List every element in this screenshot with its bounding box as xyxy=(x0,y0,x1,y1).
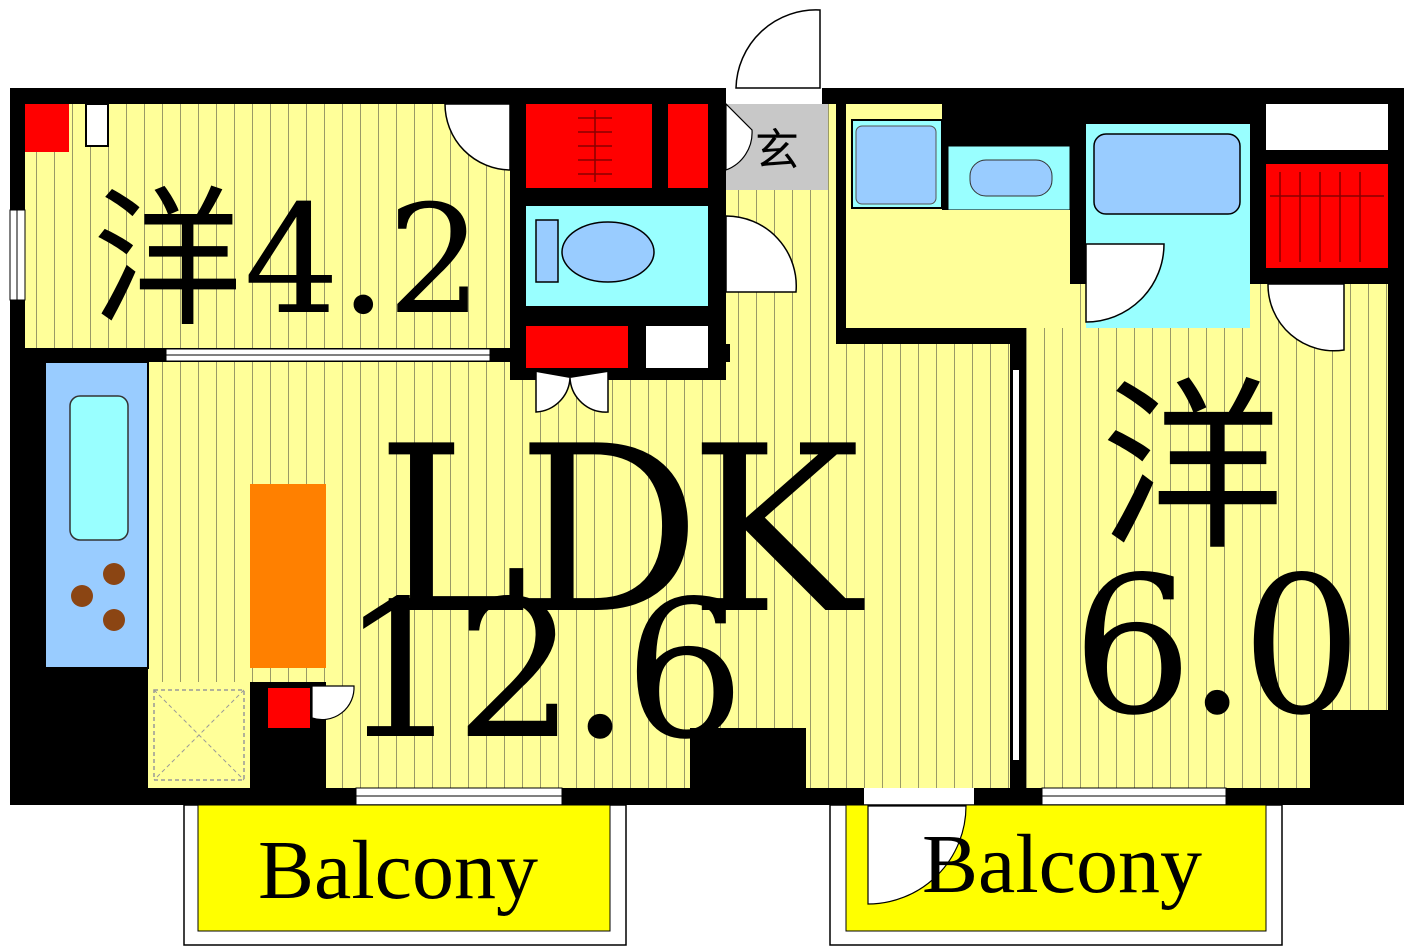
window-block xyxy=(85,103,109,147)
wall-segment xyxy=(45,668,148,788)
room-label-western-large-kanji: 洋 xyxy=(1100,362,1284,576)
door-swing xyxy=(725,102,753,171)
wall-segment xyxy=(690,728,806,788)
wall-segment xyxy=(1310,710,1388,788)
balcony-left-label: Balcony xyxy=(258,824,538,917)
door-swing xyxy=(444,103,511,171)
hall-floor-lower xyxy=(730,344,1010,364)
balcony-left-floor xyxy=(197,804,611,932)
door-swing xyxy=(311,685,355,721)
bathtub-icon xyxy=(1093,133,1241,215)
closet xyxy=(668,104,708,188)
door-swing xyxy=(1267,283,1345,352)
stove-burner-icon xyxy=(103,609,125,631)
folding-door xyxy=(535,372,609,413)
storage-closet xyxy=(25,104,69,152)
balcony-door-opening xyxy=(864,788,974,805)
room-label-western-large-size: 6.0 xyxy=(1072,536,1356,757)
stove-burner-icon xyxy=(103,563,125,585)
entrance-door-opening xyxy=(726,88,822,104)
refrigerator-space xyxy=(153,689,245,781)
closet xyxy=(1266,164,1388,268)
room-label-ldk-size: 12.6 xyxy=(340,560,739,781)
room-label-western-small-kanji: 洋 xyxy=(92,174,242,348)
room-label-ldk-letters: LDK xyxy=(376,398,865,665)
toilet-bowl-icon xyxy=(561,221,655,283)
stove-burner-icon xyxy=(71,585,93,607)
utility-closet xyxy=(526,326,628,368)
entrance-label: 玄 xyxy=(755,125,799,176)
entrance-door-swing xyxy=(735,9,821,89)
toilet-tank-icon xyxy=(535,219,559,283)
washbasin-icon xyxy=(969,159,1053,197)
storage-closet xyxy=(268,688,310,728)
door-swing xyxy=(1085,243,1165,323)
washroom-floor xyxy=(846,210,1070,328)
window-block xyxy=(1266,104,1388,150)
balcony-door-swing xyxy=(867,805,967,905)
utility-space xyxy=(646,326,708,368)
door-swing xyxy=(725,215,798,293)
kitchen-island xyxy=(250,484,326,668)
balcony-right-label: Balcony xyxy=(922,818,1202,911)
washing-machine-icon xyxy=(855,125,937,205)
western-room-large-nook xyxy=(1266,284,1388,710)
kitchen-sink-icon xyxy=(69,395,129,541)
room-label-western-small-size: 4.2 xyxy=(244,174,483,348)
